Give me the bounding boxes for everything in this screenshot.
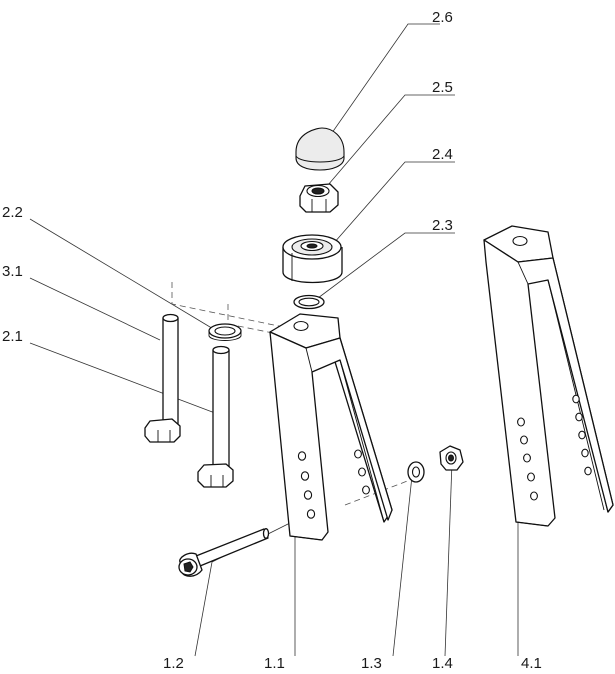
part-cap bbox=[295, 127, 345, 171]
part-washer-upper bbox=[208, 323, 242, 341]
leader-2-1 bbox=[29, 342, 216, 414]
leader-3-1 bbox=[29, 277, 161, 341]
part-fork-bracket bbox=[269, 313, 393, 541]
leader-1-4 bbox=[444, 461, 453, 657]
label-2-4: 2.4 bbox=[432, 146, 453, 163]
label-1-1: 1.1 bbox=[264, 655, 285, 672]
label-2-6: 2.6 bbox=[432, 9, 453, 26]
part-top-nut bbox=[299, 183, 339, 213]
part-bolt-main bbox=[197, 345, 234, 488]
leader-2-6 bbox=[319, 23, 440, 151]
leader-2-2 bbox=[29, 218, 216, 331]
leader-2-3 bbox=[309, 232, 455, 305]
part-cap-screw bbox=[178, 528, 270, 577]
part-side-nut bbox=[439, 445, 464, 471]
dash-axis-upper bbox=[171, 282, 299, 331]
label-2-3: 2.3 bbox=[432, 217, 453, 234]
leader-2-5 bbox=[321, 94, 455, 193]
part-bushing bbox=[282, 234, 343, 284]
label-2-2: 2.2 bbox=[2, 204, 23, 221]
label-1-2: 1.2 bbox=[163, 655, 184, 672]
label-2-5: 2.5 bbox=[432, 79, 453, 96]
part-flat-washer bbox=[407, 461, 425, 483]
leader-2-4 bbox=[311, 161, 455, 269]
label-2-1: 2.1 bbox=[2, 328, 23, 345]
part-fork-bracket-variant bbox=[483, 225, 614, 527]
label-3-1: 3.1 bbox=[2, 263, 23, 280]
leader-1-3 bbox=[392, 475, 413, 657]
part-ring bbox=[293, 294, 325, 310]
part-bolt-left bbox=[144, 313, 181, 443]
label-1-4: 1.4 bbox=[432, 655, 453, 672]
label-1-3: 1.3 bbox=[361, 655, 382, 672]
part-labels: 2.6 2.5 2.4 2.3 2.2 3.1 2.1 1.2 1.1 1.3 … bbox=[2, 9, 542, 672]
label-4-1: 4.1 bbox=[521, 655, 542, 672]
